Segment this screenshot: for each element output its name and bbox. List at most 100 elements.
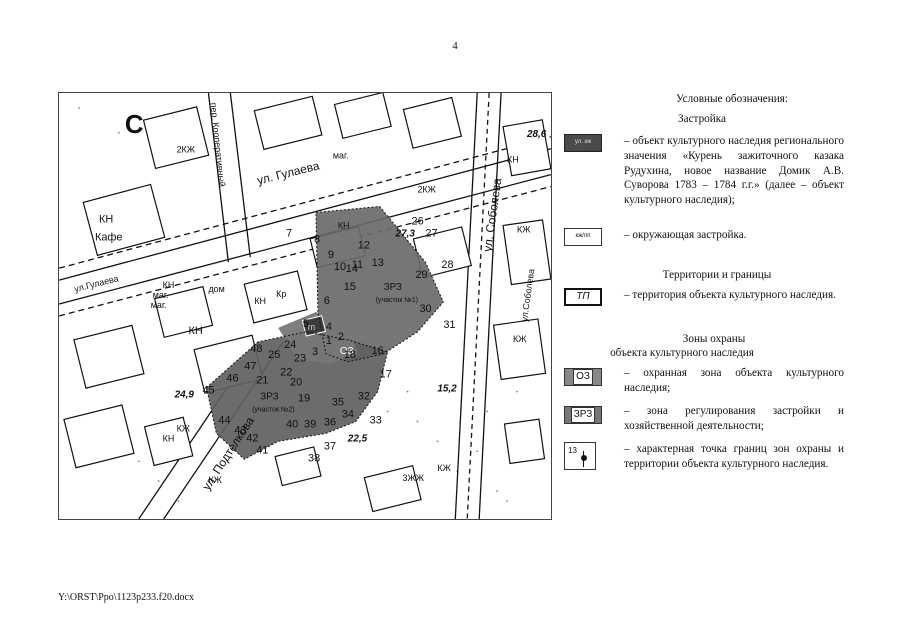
characteristic-point-label: 10 (334, 261, 346, 273)
oz-symbol: ОЗ (564, 368, 602, 386)
characteristic-point-label: 39 (304, 418, 316, 430)
building-label: 2КЖ (417, 185, 436, 195)
characteristic-point-label: 20 (290, 377, 302, 389)
characteristic-point-label: 45 (202, 385, 214, 397)
elevation: 15,2 (437, 384, 457, 395)
characteristic-point-label: 38 (308, 452, 320, 464)
building-label: КН (189, 325, 203, 337)
characteristic-point-label: 48 (250, 343, 262, 355)
building-label: КН (254, 296, 266, 306)
legend: Условные обозначения: Застройка ул. кж –… (556, 92, 848, 492)
legend-section-buildings: Застройка (678, 113, 726, 125)
building-label: КН (99, 213, 113, 225)
building-label: КН (338, 220, 350, 230)
characteristic-point-label: 27 (425, 227, 437, 239)
characteristic-point-label: 43 (234, 424, 246, 436)
zrz-description: – зона регулирования застройки и хозяйст… (624, 405, 844, 432)
characteristic-point-label: 23 (294, 353, 306, 365)
legend-section-territories: Территории и границы (662, 269, 772, 281)
characteristic-point-label: 41 (256, 444, 268, 456)
elevation: 24,9 (174, 390, 195, 401)
building-label: КЖ (517, 224, 531, 234)
building-label: КЖ (437, 463, 451, 473)
characteristic-point-label: 29 (415, 269, 427, 281)
characteristic-point-label: 5 (303, 318, 309, 330)
zrz-zone-2 (206, 331, 388, 460)
zrz-zone-1 (315, 206, 444, 362)
building-label: КЖ (513, 334, 527, 344)
building-label: маг. (151, 300, 167, 310)
legend-section-zones-2: объекта культурного наследия (610, 347, 754, 359)
building-label: дом (208, 284, 224, 294)
building-label: 2КЖ (177, 145, 196, 155)
characteristic-point-label: 2 (338, 331, 344, 343)
surrounding-description: – окружающая застройка. (624, 229, 747, 241)
zrz1-title: ЗРЗ (384, 282, 402, 293)
territory-description: – территория объекта культурного наследи… (624, 289, 836, 301)
building-label: КН (507, 155, 519, 165)
zrz2-sub: (участок №2) (252, 407, 294, 414)
zrz1-sub: (участок №1) (376, 297, 418, 304)
building-label: КН (163, 280, 175, 290)
characteristic-point-label: 31 (443, 319, 455, 331)
legend-section-zones-1: Зоны охраны (682, 333, 746, 345)
building-label: маг. (153, 290, 169, 300)
building-label: маг. (333, 151, 349, 161)
oz-zone (278, 311, 358, 364)
characteristic-point-label: 33 (370, 414, 382, 426)
characteristic-point-label: 8 (314, 233, 320, 245)
characteristic-point-label: 12 (358, 239, 370, 251)
zrz-symbol: ЗРЗ (564, 406, 602, 424)
footer-path: Y:\ORST\Ppo\1123p233.f20.docx (58, 592, 194, 603)
building-label: Кафе (95, 231, 123, 243)
characteristic-point-label: 30 (419, 303, 431, 315)
elevation: 27,3 (395, 228, 416, 239)
point-crosshair-icon (583, 451, 584, 467)
characteristic-point-label: 26 (412, 215, 424, 227)
characteristic-point-label: 17 (380, 369, 392, 381)
characteristic-point-label: 15 (344, 281, 356, 293)
surrounding-symbol: кж/лп (564, 228, 602, 246)
characteristic-point-label: 35 (332, 397, 344, 409)
characteristic-point-label: 13 (372, 257, 384, 269)
characteristic-point-label: 18 (344, 349, 356, 361)
heritage-description: – объект культурного наследия региональн… (624, 135, 844, 207)
characteristic-point-label: 25 (268, 349, 280, 361)
zrz2-title: ЗРЗ (260, 392, 278, 403)
building-label: КЖ (177, 423, 191, 433)
characteristic-point-label: 21 (256, 375, 268, 387)
building-label: КН (163, 433, 175, 443)
oz-label: ОЗ (340, 346, 354, 357)
building-label: 3ЖЖ (403, 473, 425, 483)
elevation: 22,5 (347, 433, 368, 444)
characteristic-point-label: 34 (342, 408, 354, 420)
characteristic-point-label: 14 (346, 263, 358, 275)
characteristic-point-label: 19 (298, 393, 310, 405)
point-symbol: 13 (564, 442, 596, 470)
sheet-letter: С (125, 111, 144, 139)
characteristic-point-label: 9 (328, 249, 334, 261)
characteristic-point-label: 11 (352, 259, 363, 271)
building-label: КЖ (208, 475, 222, 485)
characteristic-point-label: 47 (244, 361, 256, 373)
tp-label: ТП (307, 326, 315, 332)
point-marker-icon (581, 455, 587, 461)
characteristic-point-label: 46 (226, 373, 238, 385)
elevation: 28,6 (526, 129, 547, 140)
characteristic-point-label: 37 (324, 440, 336, 452)
territory-symbol: ТП (564, 288, 602, 306)
characteristic-point-label: 16 (372, 345, 384, 357)
cadastral-map: С ул. Гулаева ул.Гулаева ул. Соболева ул… (58, 92, 552, 520)
building-label: Кр (276, 289, 286, 299)
characteristic-point-label: 22 (280, 367, 292, 379)
legend-title: Условные обозначения: (676, 93, 788, 105)
characteristic-point-label: 24 (284, 339, 296, 351)
characteristic-point-label: 42 (246, 432, 258, 444)
page-number: 4 (452, 40, 458, 52)
characteristic-point-label: 40 (286, 418, 298, 430)
characteristic-point-label: 4 (326, 321, 332, 333)
oz-description: – охранная зона объекта культурного насл… (624, 367, 844, 394)
characteristic-point-label: 36 (324, 416, 336, 428)
characteristic-point-label: 6 (324, 295, 330, 307)
characteristic-point-label: 32 (358, 391, 370, 403)
